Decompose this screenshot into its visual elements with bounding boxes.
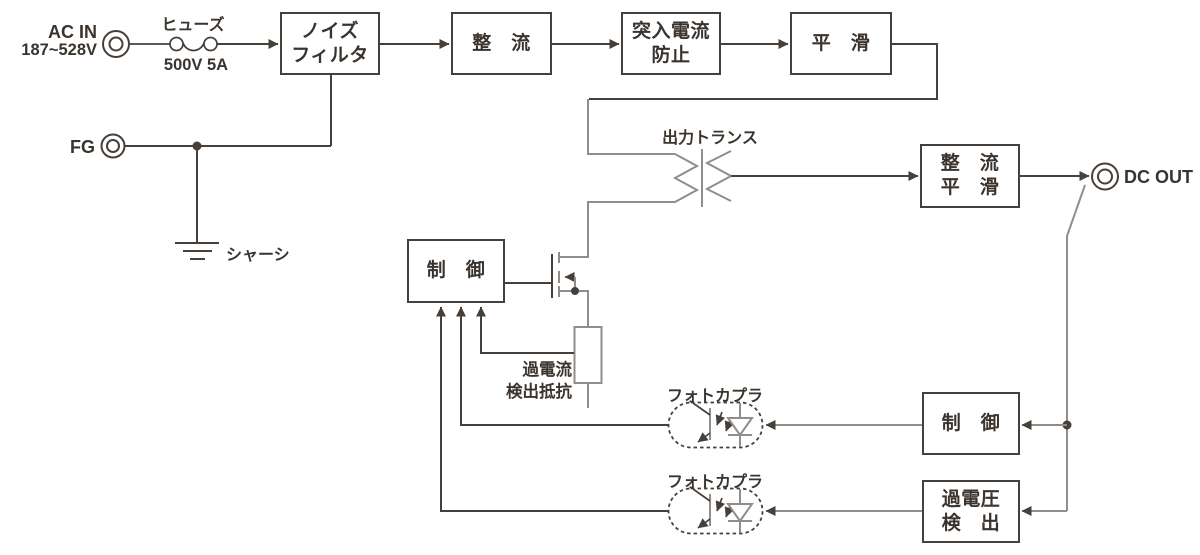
block-rectifier: 整 流 xyxy=(451,12,552,75)
block-rectify-smooth: 整 流 平 滑 xyxy=(920,144,1020,208)
block-smoothing: 平 滑 xyxy=(790,12,892,75)
ac-in-label-group: AC IN 187~528V xyxy=(0,23,97,59)
ocr-label-line1: 過電流 xyxy=(522,361,573,379)
block-ovp-line1: 過電圧 xyxy=(941,488,1001,510)
transformer-label: 出力トランス xyxy=(662,130,758,147)
fg-chassis-lines xyxy=(124,75,332,243)
fuse-symbol xyxy=(130,36,218,52)
dc-out-connector xyxy=(1091,162,1119,191)
block-rectify-smooth-line1: 整 流 xyxy=(940,153,1000,174)
fuse-rating-label: 500V 5A xyxy=(163,56,229,74)
current-sense-resistor-label: 過電流 検出抵抗 xyxy=(452,359,572,403)
ground-symbol xyxy=(175,242,219,260)
chassis-label: シャーシ xyxy=(226,247,290,264)
block-inrush-line2: 防止 xyxy=(651,44,691,66)
ac-in-label: AC IN xyxy=(48,22,97,42)
dc-out-label: DC OUT xyxy=(1124,167,1193,187)
ocr-label-line2: 検出抵抗 xyxy=(506,383,572,401)
fg-label: FG xyxy=(70,137,95,157)
ac-in-range-label: 187~528V xyxy=(21,41,97,59)
block-ovp-line2: 検 出 xyxy=(941,512,1001,534)
photocoupler-2-symbol xyxy=(667,487,764,535)
block-smoothing-label: 平 滑 xyxy=(811,32,871,54)
block-control-secondary-label: 制 御 xyxy=(941,412,1001,434)
transformer-symbol xyxy=(701,149,734,207)
feedback-lines-primary xyxy=(436,306,668,512)
fuse-label: ヒューズ xyxy=(161,17,225,34)
photocoupler-1-symbol xyxy=(667,401,764,449)
photocoupler-2-label: フォトカプラ xyxy=(666,474,763,491)
ac-in-connector xyxy=(102,30,130,58)
block-inrush-line1: 突入電流 xyxy=(631,20,710,42)
block-control-primary: 制 御 xyxy=(407,239,505,303)
feedback-lines-secondary xyxy=(765,184,1086,516)
block-rectifier-label: 整 流 xyxy=(472,32,531,54)
current-sense-resistor-symbol xyxy=(573,326,603,408)
block-overvoltage-detect: 過電圧 検 出 xyxy=(922,480,1020,543)
block-noise-filter: ノイズ フィルタ xyxy=(280,12,380,75)
block-control-secondary: 制 御 xyxy=(922,392,1020,455)
mosfet-symbol xyxy=(505,252,589,327)
block-noise-filter-line2: フィルタ xyxy=(291,44,369,66)
block-control-primary-label: 制 御 xyxy=(426,260,486,281)
block-noise-filter-line1: ノイズ xyxy=(301,20,359,42)
top-flow-lines xyxy=(217,39,938,100)
primary-wiring xyxy=(559,99,700,258)
block-inrush-protection: 突入電流 防止 xyxy=(621,12,721,75)
block-rectify-smooth-line2: 平 滑 xyxy=(940,177,1000,198)
photocoupler-1-label: フォトカプラ xyxy=(666,388,763,405)
fg-connector xyxy=(100,133,126,159)
